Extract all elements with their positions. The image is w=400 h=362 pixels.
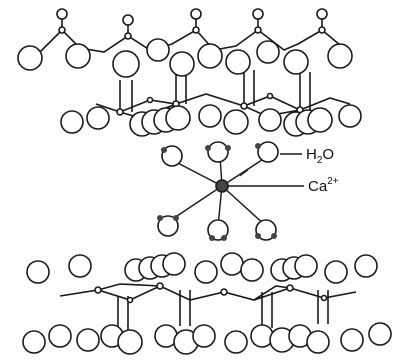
top-small-atoms [57,9,327,39]
bottom-bridge-atoms [95,283,327,303]
octahedral-bonds [168,154,304,226]
bottom-oxygen-row-lower [23,323,391,354]
top-oxygen-row-upper [18,39,352,77]
hydrated-calcium-complex [157,142,304,241]
calcium-ion [216,180,228,192]
bottom-oxygen-row-upper [27,253,377,283]
bottom-silicate-layer [23,253,391,354]
top-silicate-layer [18,9,361,136]
calcium-label: Ca2+ [308,176,339,195]
top-oxygen-row-lower [61,105,361,136]
water-label: H2O [306,146,334,166]
bottom-layer-bonds [60,284,356,330]
